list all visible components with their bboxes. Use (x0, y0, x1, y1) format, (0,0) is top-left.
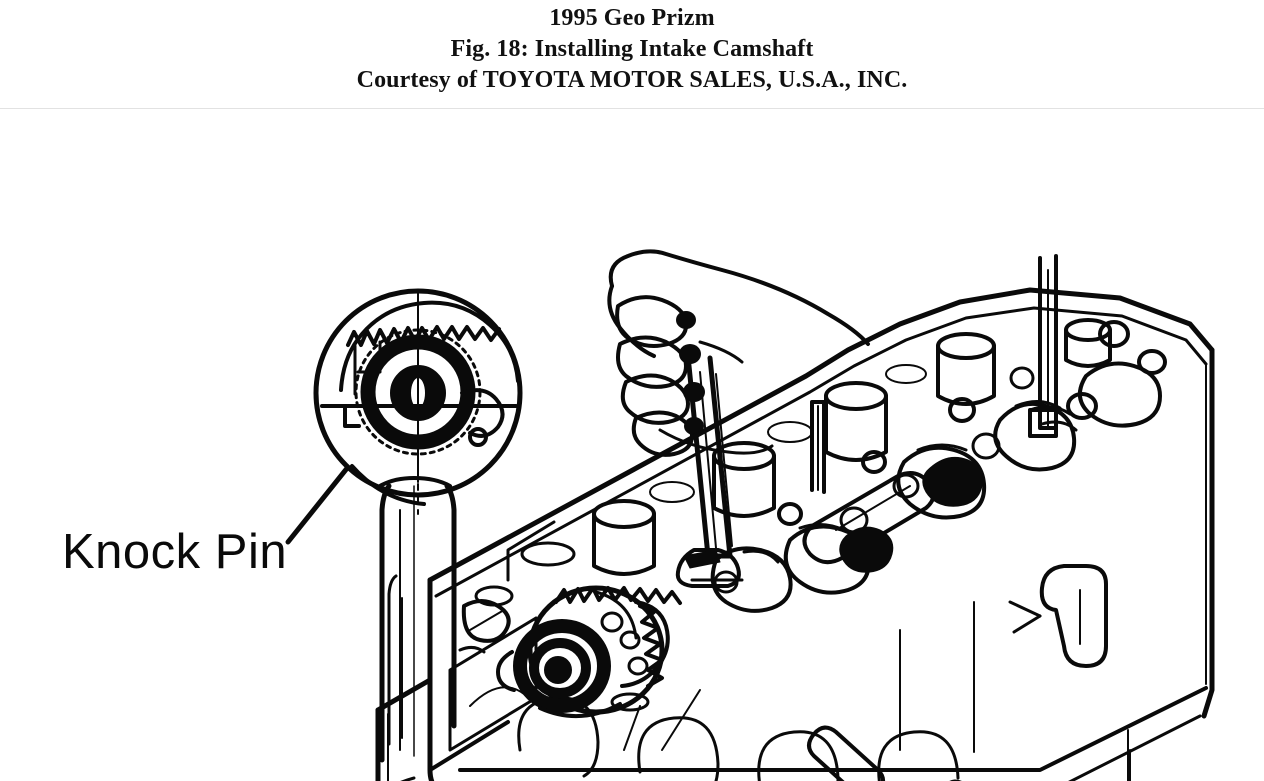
courtesy-line: Courtesy of TOYOTA MOTOR SALES, U.S.A., … (356, 67, 908, 94)
camshaft-shaft (378, 476, 457, 763)
vehicle-title: 1995 Geo Prizm (549, 5, 715, 31)
camshaft-drive-gear (496, 585, 682, 718)
figure-title: Fig. 18: Installing Intake Camshaft (450, 36, 814, 63)
background-contours (400, 729, 1129, 781)
hand-holding-tool (607, 249, 870, 588)
head-front-detail (458, 520, 556, 654)
cylinder-head (375, 287, 1215, 781)
header-divider (0, 108, 1264, 109)
valve-lifters (520, 318, 1112, 576)
technical-line-art (285, 249, 1215, 781)
alignment-rods (810, 254, 1058, 494)
knock-pin-callout-label: Knock Pin (62, 525, 288, 579)
figure-illustration: Knock Pin (0, 110, 1264, 781)
camshaft-assembly (710, 320, 1167, 613)
camshaft-sprocket (313, 288, 523, 515)
page-header: 1995 Geo Prizm Fig. 18: Installing Intak… (0, 0, 1264, 97)
